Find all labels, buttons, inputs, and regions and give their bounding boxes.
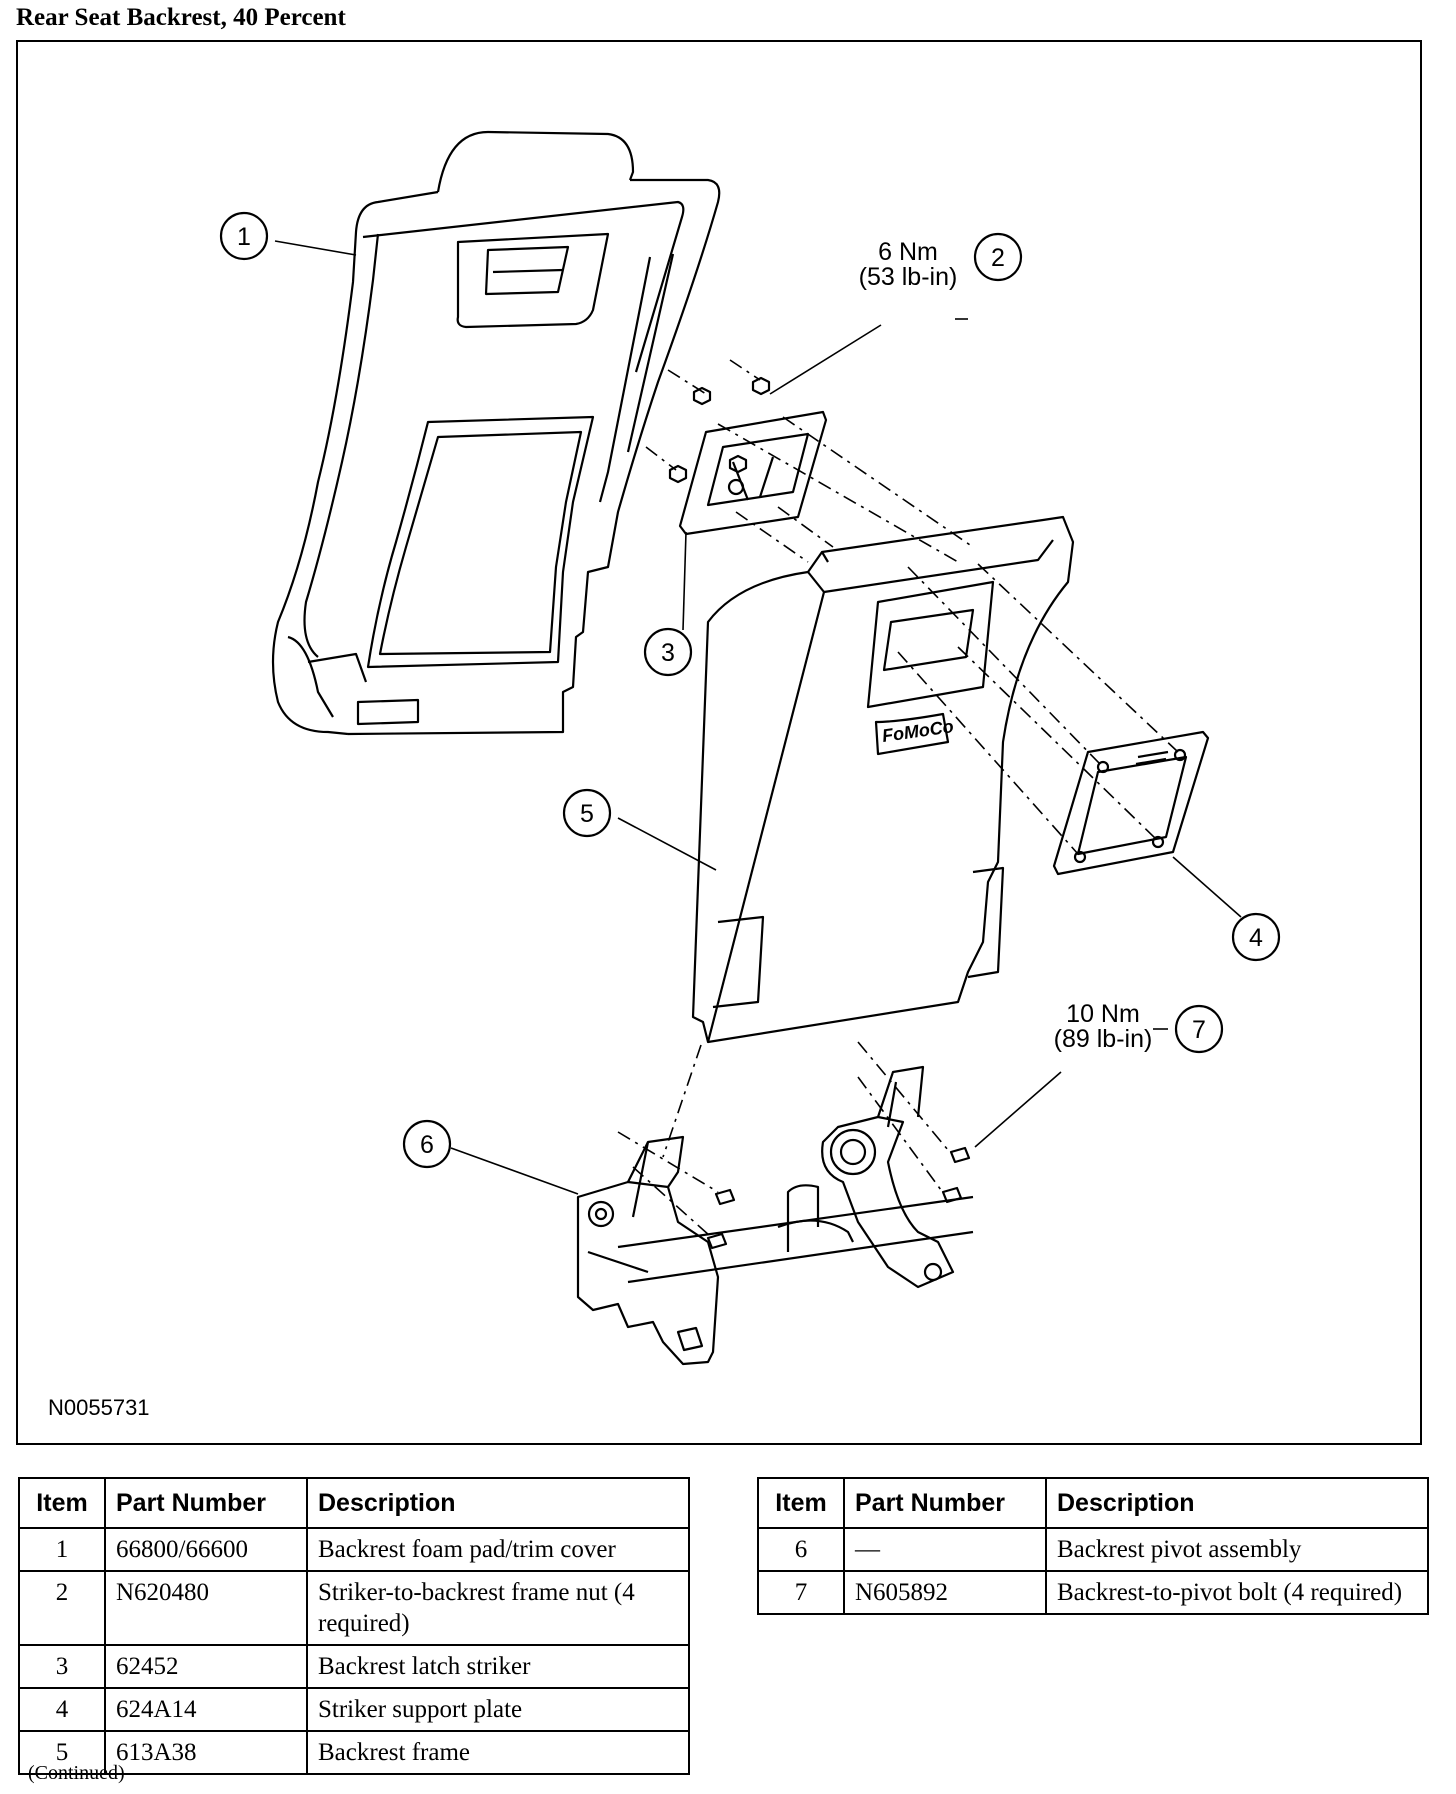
page-title: Rear Seat Backrest, 40 Percent (16, 4, 346, 31)
table-row: 6 — Backrest pivot assembly (757, 1527, 1429, 1572)
cell-part-number: 62452 (104, 1644, 308, 1689)
torque-spec-7-lbin: (89 lb-in) (1054, 1025, 1153, 1053)
table-row: 2 N620480 Striker-to-backrest frame nut … (18, 1570, 690, 1646)
cell-description: Backrest-to-pivot bolt (4 required) (1045, 1570, 1429, 1615)
cell-item: 4 (18, 1687, 106, 1732)
table-row: 5 613A38 Backrest frame (18, 1730, 690, 1775)
callout-circle-6 (402, 1119, 452, 1169)
header-description: Description (1045, 1477, 1429, 1529)
table-row: 1 66800/66600 Backrest foam pad/trim cov… (18, 1527, 690, 1572)
nuts-drawing (668, 376, 771, 484)
header-description: Description (306, 1477, 690, 1529)
torque-spec-7-nm: 10 Nm (1066, 1000, 1140, 1028)
cell-description: Backrest pivot assembly (1045, 1527, 1429, 1572)
header-item: Item (18, 1477, 106, 1529)
table-row: 7 N605892 Backrest-to-pivot bolt (4 requ… (757, 1570, 1429, 1615)
cell-part-number: N620480 (104, 1570, 308, 1646)
callout-label-7: 7 (1192, 1016, 1206, 1044)
callout-circle-4 (1231, 912, 1281, 962)
torque-spec-2-nm: 6 Nm (878, 238, 938, 266)
backrest-foam-pad-drawing (271, 130, 721, 736)
cell-item: 2 (18, 1570, 106, 1646)
bolts-drawing (706, 1146, 971, 1250)
cell-description: Backrest latch striker (306, 1644, 690, 1689)
callout-label-3: 3 (661, 639, 675, 667)
header-part-number: Part Number (104, 1477, 308, 1529)
callout-label-4: 4 (1249, 924, 1263, 952)
table-header-row: Item Part Number Description (757, 1477, 1429, 1529)
alignment-lines (617, 359, 1179, 1237)
cell-description: Striker-to-backrest frame nut (4 require… (306, 1570, 690, 1646)
header-item: Item (757, 1477, 845, 1529)
backrest-latch-striker-drawing (678, 410, 828, 536)
cell-part-number: 613A38 (104, 1730, 308, 1775)
cell-description: Backrest frame (306, 1730, 690, 1775)
cell-item: 5 (18, 1730, 106, 1775)
backrest-pivot-assembly-drawing (576, 1065, 974, 1366)
cell-item: 6 (757, 1527, 845, 1572)
callout-label-6: 6 (420, 1131, 434, 1159)
callout-label-5: 5 (580, 800, 594, 828)
backrest-frame-drawing (691, 515, 1075, 1044)
exploded-view-figure: FoMoCo (16, 40, 1422, 1445)
table-header-row: Item Part Number Description (18, 1477, 690, 1529)
cell-description: Striker support plate (306, 1687, 690, 1732)
cell-item: 1 (18, 1527, 106, 1572)
striker-support-plate-drawing (1052, 730, 1210, 876)
callout-circle-3 (643, 627, 693, 677)
cell-part-number: 66800/66600 (104, 1527, 308, 1572)
callout-circle-5 (562, 788, 612, 838)
cell-part-number: 624A14 (104, 1687, 308, 1732)
header-part-number: Part Number (843, 1477, 1047, 1529)
parts-table-right: Item Part Number Description 6 — Backres… (757, 1477, 1429, 1615)
cell-part-number: N605892 (843, 1570, 1047, 1615)
table-row: 3 62452 Backrest latch striker (18, 1644, 690, 1689)
callout-circle-7 (1174, 1004, 1224, 1054)
callout-circle-2 (973, 232, 1023, 282)
cell-description: Backrest foam pad/trim cover (306, 1527, 690, 1572)
continued-note: (Continued) (28, 1762, 125, 1784)
exploded-view-illustration: FoMoCo (48, 130, 1281, 1420)
torque-spec-2-lbin: (53 lb-in) (859, 263, 958, 291)
figure-id: N0055731 (48, 1395, 150, 1420)
leader-lines (274, 240, 1242, 1195)
callout-label-1: 1 (237, 223, 251, 251)
cell-item: 7 (757, 1570, 845, 1615)
cell-part-number: — (843, 1527, 1047, 1572)
callout-circle-1 (219, 211, 269, 261)
parts-table-left: Item Part Number Description 1 66800/666… (18, 1477, 690, 1775)
callout-label-2: 2 (991, 244, 1005, 272)
table-row: 4 624A14 Striker support plate (18, 1687, 690, 1732)
cell-item: 3 (18, 1644, 106, 1689)
